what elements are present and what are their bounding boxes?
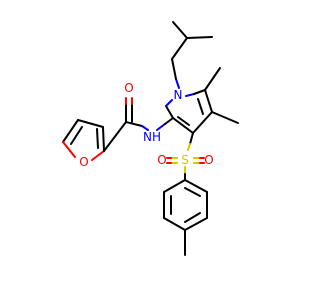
- tolyl-bond-4-5-double: [184, 212, 201, 223]
- pyrrole-bond-c2-n1-color: [165, 99, 173, 107]
- amide-nh-label: NH: [143, 130, 161, 144]
- furan-bond-c4-c5: [102, 126, 105, 152]
- isobutyl-group: [171, 21, 213, 89]
- chemical-structure-diagram: O O NH N S O O: [62, 21, 239, 256]
- furan-oxygen-label: O: [79, 155, 88, 169]
- pyrrole-nitrogen-label: N: [174, 88, 183, 102]
- isobutyl-bond-ch-ch3a: [172, 21, 188, 39]
- atom-labels: O O NH N S O O: [79, 81, 213, 169]
- pyrrole-ring: [165, 89, 213, 134]
- bond-furan-carbonyl: [103, 121, 127, 152]
- pyrrole-bond-c5-c4: [204, 89, 213, 113]
- furan-ring: [62, 119, 105, 161]
- sulfonyl-oxygen-right-label: O: [204, 153, 213, 167]
- tolyl-bond-1-2: [163, 179, 186, 193]
- furan-bond-c3-c4: [77, 119, 104, 128]
- pyrrole-bond-c3-c2: [172, 117, 194, 134]
- sulfonyl-oxygen-left-label: O: [157, 153, 166, 167]
- bond-carbonyl-n-color: [141, 125, 149, 131]
- tolyl-bond-3-4: [163, 217, 186, 231]
- methyl-c5: [204, 67, 221, 91]
- furan-bond-c4-c5-double: [96, 128, 99, 149]
- isobutyl-bond-n-ch2: [171, 58, 177, 80]
- carbonyl-oxygen-label: O: [124, 81, 133, 95]
- molecule-canvas: O O NH N S O O: [62, 21, 239, 256]
- sulfur-label: S: [181, 153, 189, 167]
- bond-n-pyrrole: [164, 117, 174, 125]
- methyl-c4: [211, 111, 239, 124]
- pyrrole-bond-c2-n1: [165, 105, 174, 119]
- bond-pyrrole-s: [189, 132, 194, 145]
- isobutyl-bond-n-ch2-color: [175, 78, 180, 89]
- furan-bond-c2-c3-double: [70, 126, 83, 145]
- tolyl-bond-6-1-double: [184, 187, 201, 197]
- tolyl-ring: [163, 179, 208, 256]
- pyrrole-bond-n1-c5: [193, 89, 206, 95]
- pyrrole-bond-n1-c5-color: [185, 93, 195, 97]
- pyrrole-bond-c3-c2-double: [177, 116, 190, 126]
- bond-pyrrole-s-color: [187, 143, 191, 151]
- furan-bond-o-c2: [62, 141, 76, 158]
- bond-n-pyrrole-color: [156, 123, 166, 131]
- furan-bond-c5-o: [91, 150, 105, 161]
- pyrrole-bond-c5-c4-double: [197, 98, 204, 115]
- isobutyl-bond-ch2-ch: [171, 37, 188, 60]
- pyrrole-bond-c4-c3: [192, 111, 213, 134]
- isobutyl-bond-ch-ch3b: [186, 36, 213, 39]
- bond-carbonyl-n: [125, 121, 143, 127]
- furan-bond-c2-c3: [62, 119, 79, 143]
- amide-group: [103, 97, 174, 152]
- tolyl-bond-4-5: [184, 217, 208, 231]
- tolyl-bond-6-1: [184, 179, 208, 193]
- sulfonyl-group: [166, 132, 205, 181]
